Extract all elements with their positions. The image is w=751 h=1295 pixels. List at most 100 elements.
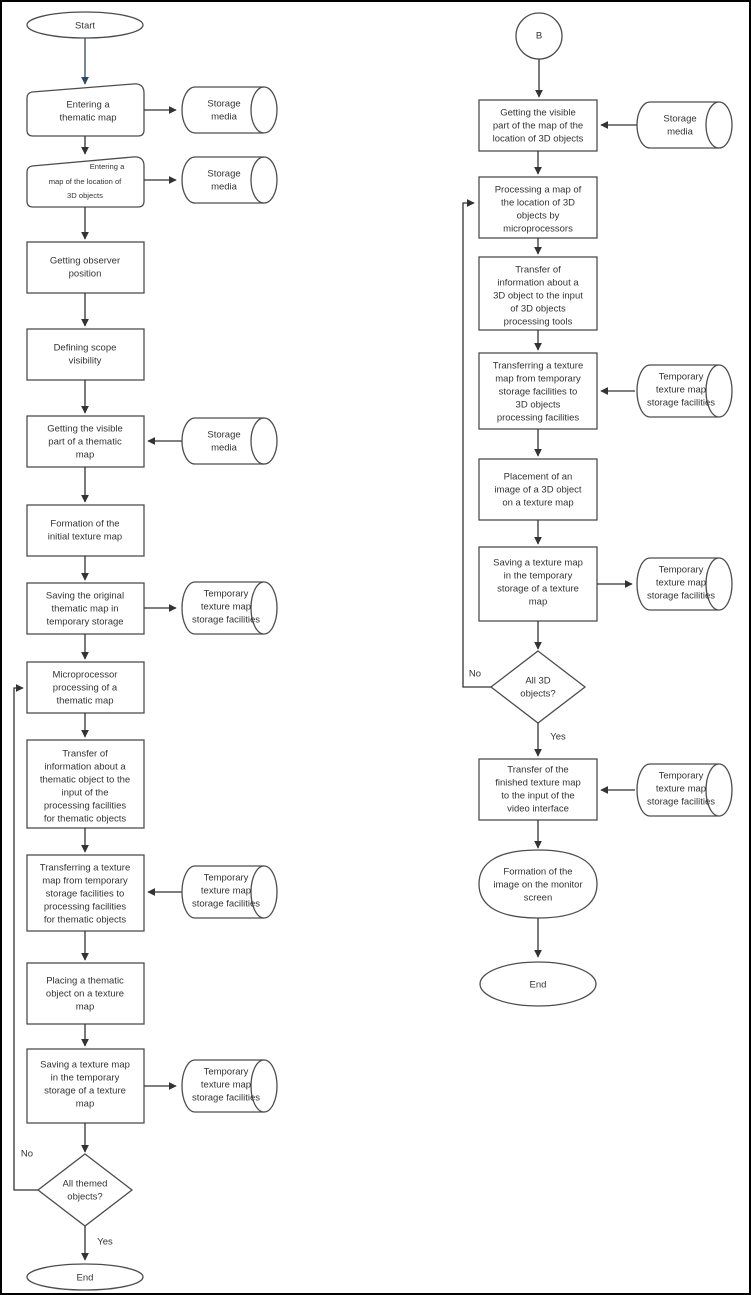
node-transfer-info-thematic-object[interactable]: Transfer of information about a thematic… [26, 739, 145, 829]
node-saving-texture-map-3d-line1: Saving a texture map [493, 558, 583, 569]
node-saving-texture-map-3d-line2: in the temporary [504, 571, 573, 582]
node-transfer-info-thematic-object-line4: input of the [61, 788, 108, 799]
node-getting-visible-part-thematic[interactable]: Getting the visible part of a thematic m… [26, 415, 145, 468]
node-formation-image-monitor[interactable]: Formation of the image on the monitor sc… [478, 849, 598, 919]
node-placing-thematic-object[interactable]: Placing a thematic object on a texture m… [26, 962, 145, 1025]
node-storage-media-2-line1: Storage [207, 169, 240, 180]
node-formation-image-monitor-line2: image on the monitor [493, 880, 582, 891]
node-temp-texture-storage-1-line1: Temporary [204, 589, 249, 600]
node-transferring-texture-map-thematic[interactable]: Transferring a texture map from temporar… [26, 854, 145, 932]
node-saving-texture-map-thematic-line2: in the temporary [51, 1073, 120, 1084]
edge-label-yes-left: Yes [97, 1237, 113, 1248]
node-decision-all-3d-objects[interactable]: All 3D objects? [489, 650, 587, 724]
node-temp-texture-storage-6[interactable]: Temporary texture map storage facilities [636, 763, 733, 817]
node-temp-texture-storage-6-line2: texture map [656, 784, 706, 795]
node-getting-visible-part-3d[interactable]: Getting the visible part of the map of t… [478, 99, 598, 152]
node-saving-texture-map-3d[interactable]: Saving a texture map in the temporary st… [478, 546, 598, 622]
node-transfer-finished-texture-map-line3: to the input of the [501, 791, 574, 802]
node-placement-image-3d-line3: on a texture map [502, 498, 573, 509]
edge-label-yes-right: Yes [550, 732, 566, 743]
node-transferring-texture-map-thematic-line3: storage facilities to [46, 889, 125, 900]
node-storage-media-4-line1: Storage [663, 114, 696, 125]
node-placing-thematic-object-line1: Placing a thematic [46, 976, 124, 987]
node-transfer-info-3d-object-line5: processing tools [504, 317, 573, 328]
node-storage-media-3[interactable]: Storage media [181, 417, 278, 465]
node-storage-media-2[interactable]: Storage media [181, 156, 278, 204]
node-microprocessor-processing-thematic[interactable]: Microprocessor processing of a thematic … [26, 661, 145, 714]
node-microprocessor-processing-thematic-line1: Microprocessor [53, 670, 118, 681]
node-decision-all-themed-objects[interactable]: All themed objects? [36, 1153, 134, 1227]
node-saving-texture-map-thematic[interactable]: Saving a texture map in the temporary st… [26, 1048, 145, 1124]
node-end-right[interactable]: End [479, 961, 597, 1007]
node-placement-image-3d[interactable]: Placement of an image of a 3D object on … [478, 458, 598, 521]
node-transferring-texture-map-3d[interactable]: Transferring a texture map from temporar… [478, 352, 598, 430]
node-transfer-finished-texture-map[interactable]: Transfer of the finished texture map to … [478, 758, 598, 821]
node-temp-texture-storage-3[interactable]: Temporary texture map storage facilities [181, 1059, 278, 1113]
node-storage-media-4-line2: media [667, 127, 694, 138]
edge-label-no-left: No [21, 1149, 33, 1160]
node-temp-texture-storage-2[interactable]: Temporary texture map storage facilities [181, 865, 278, 919]
node-transfer-info-thematic-object-line1: Transfer of [62, 749, 108, 760]
node-end-left-label: End [77, 1273, 94, 1284]
node-microprocessor-processing-thematic-line3: thematic map [56, 696, 113, 707]
node-getting-observer-position-line1: Getting observer [50, 256, 120, 267]
node-transfer-finished-texture-map-line4: video interface [507, 804, 569, 815]
node-transfer-info-3d-object-line1: Transfer of [515, 265, 561, 276]
node-temp-texture-storage-1-line2: texture map [201, 602, 251, 613]
node-saving-texture-map-3d-line3: storage of a texture [497, 584, 579, 595]
node-temp-texture-storage-3-line2: texture map [201, 1080, 251, 1091]
node-processing-map-3d-line1: Processing a map of [495, 185, 582, 196]
node-decision-all-themed-objects-line2: objects? [67, 1192, 102, 1203]
node-formation-initial-texture-map[interactable]: Formation of the initial texture map [26, 504, 145, 557]
node-start[interactable]: Start [26, 11, 144, 39]
node-temp-texture-storage-1[interactable]: Temporary texture map storage facilities [181, 581, 278, 635]
node-temp-texture-storage-1-line3: storage facilities [192, 615, 260, 626]
node-entering-3d-objects-map-line3: 3D objects [67, 191, 103, 200]
edge-loop-themed-objects-no [13, 684, 38, 1191]
node-temp-texture-storage-6-line3: storage facilities [647, 797, 715, 808]
node-end-left[interactable]: End [26, 1263, 144, 1291]
node-transferring-texture-map-thematic-line5: for thematic objects [44, 915, 127, 926]
node-getting-visible-part-3d-line2: part of the map of the [493, 121, 583, 132]
node-saving-original-thematic-map[interactable]: Saving the original thematic map in temp… [26, 582, 145, 635]
node-temp-texture-storage-3-line3: storage facilities [192, 1093, 260, 1104]
node-temp-texture-storage-2-line2: texture map [201, 886, 251, 897]
node-placing-thematic-object-line3: map [76, 1002, 94, 1013]
node-transfer-info-3d-object-line4: of 3D objects [510, 304, 566, 315]
node-transferring-texture-map-thematic-line4: processing facilities [44, 902, 127, 913]
node-temp-texture-storage-4-line3: storage facilities [647, 398, 715, 409]
node-processing-map-3d[interactable]: Processing a map of the location of 3D o… [478, 176, 598, 239]
node-processing-map-3d-line4: microprocessors [503, 224, 573, 235]
node-temp-texture-storage-4-line2: texture map [656, 385, 706, 396]
node-transfer-info-3d-object[interactable]: Transfer of information about a 3D objec… [478, 256, 598, 331]
node-temp-texture-storage-3-line1: Temporary [204, 1067, 249, 1078]
node-temp-texture-storage-2-line3: storage facilities [192, 899, 260, 910]
node-storage-media-4[interactable]: Storage media [636, 101, 733, 149]
node-entering-3d-objects-map-line1: Entering a [90, 162, 125, 171]
node-formation-initial-texture-map-line1: Formation of the [50, 519, 119, 530]
node-temp-texture-storage-5[interactable]: Temporary texture map storage facilities [636, 557, 733, 611]
node-transferring-texture-map-3d-line4: 3D objects [516, 400, 561, 411]
node-storage-media-1-line1: Storage [207, 99, 240, 110]
node-entering-thematic-map[interactable]: Entering a thematic map [26, 83, 145, 137]
node-entering-thematic-map-line2: thematic map [59, 113, 116, 124]
node-entering-3d-objects-map[interactable]: Entering a map of the location of 3D obj… [26, 156, 145, 208]
node-placing-thematic-object-line2: object on a texture [46, 989, 124, 1000]
node-saving-original-thematic-map-line1: Saving the original [46, 591, 124, 602]
node-getting-observer-position[interactable]: Getting observer position [26, 241, 145, 294]
node-temp-texture-storage-4[interactable]: Temporary texture map storage facilities [636, 364, 733, 418]
node-transfer-info-3d-object-line2: information about a [497, 278, 579, 289]
node-formation-initial-texture-map-line2: initial texture map [48, 532, 122, 543]
node-transferring-texture-map-3d-line5: processing facilities [497, 413, 580, 424]
node-saving-texture-map-thematic-line1: Saving a texture map [40, 1060, 130, 1071]
node-connector-b[interactable]: B [515, 12, 563, 60]
node-formation-image-monitor-line1: Formation of the [503, 867, 572, 878]
node-storage-media-3-line1: Storage [207, 430, 240, 441]
node-entering-thematic-map-line1: Entering a [66, 100, 110, 111]
node-temp-texture-storage-4-line1: Temporary [659, 372, 704, 383]
node-defining-scope-visibility[interactable]: Defining scope visibility [26, 328, 145, 381]
node-temp-texture-storage-2-line1: Temporary [204, 873, 249, 884]
node-formation-image-monitor-line3: screen [524, 893, 553, 904]
node-storage-media-1[interactable]: Storage media [181, 86, 278, 134]
